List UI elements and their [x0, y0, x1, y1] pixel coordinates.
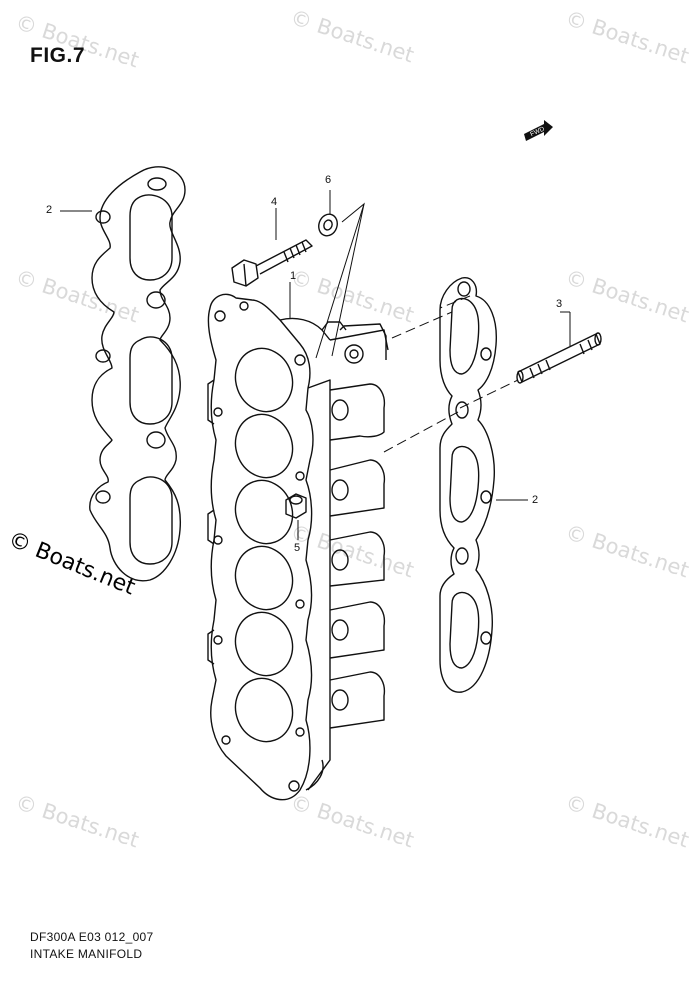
diagram-code: DF300A E03 012_007 [30, 930, 154, 944]
stud-part-3 [516, 332, 602, 384]
bolt-part-4 [231, 239, 313, 287]
right-gasket [439, 277, 497, 693]
callout-2-left: 2 [46, 204, 53, 216]
callout-5: 5 [294, 542, 301, 554]
bolt-part-5 [285, 493, 307, 519]
callout-3: 3 [556, 298, 563, 310]
washer-part-6 [318, 213, 338, 237]
callout-6: 6 [325, 174, 332, 186]
callout-4: 4 [271, 196, 278, 208]
forward-direction-marker: FWD [524, 120, 553, 141]
callout-2-right: 2 [532, 494, 539, 506]
dashed-leaders [383, 295, 519, 453]
left-gasket [89, 166, 186, 582]
callout-1: 1 [290, 270, 297, 282]
leader-lines [60, 190, 571, 540]
diagram-title: INTAKE MANIFOLD [30, 947, 143, 961]
figure-label: FIG.7 [30, 44, 86, 67]
